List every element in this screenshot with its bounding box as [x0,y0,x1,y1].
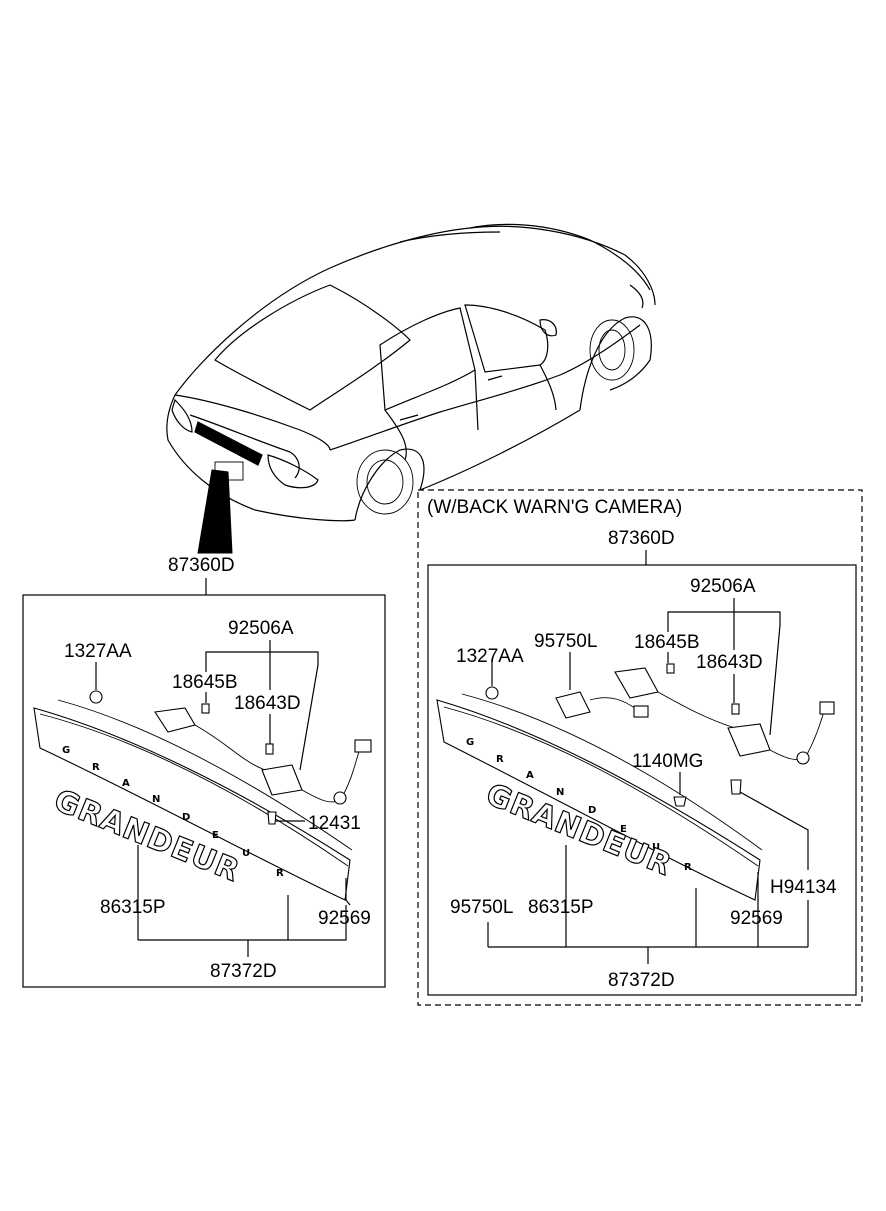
right-garnish-strip: G R A N D E U R [436,693,763,901]
right-strip-letter-5: D [588,805,596,816]
left-label-18645B: 18645B [172,672,238,693]
left-strip-letter-6: E [212,830,219,841]
left-garnish-strip: G R A N D E U R [33,699,353,901]
right-panel: (W/BACK WARN'G CAMERA) 87360D G R A N D … [417,489,863,1006]
right-panel-header: (W/BACK WARN'G CAMERA) [427,497,682,518]
car-illustration [166,223,656,522]
right-label-1327AA: 1327AA [456,646,524,667]
left-strip-letter-1: G [62,745,70,756]
right-label-92506A: 92506A [690,576,756,597]
right-strip-letter-1: G [466,737,474,748]
right-label-H94134: H94134 [770,877,837,898]
right-label-86315P: 86315P [528,897,594,918]
right-label-18643D: 18643D [696,652,763,673]
right-license-lamp-assembly [614,663,835,765]
left-panel: 87360D G R A N D E U R G R A N D E U R 1327AA [22,555,386,988]
right-strip-letter-7: U [652,842,660,853]
left-label-87372D: 87372D [210,961,277,982]
left-label-86315P: 86315P [100,897,166,918]
left-panel-frame [22,594,386,988]
right-label-1140MG: 1140MG [632,751,703,772]
left-strip-letter-5: D [182,812,190,823]
right-label-92569: 92569 [730,908,783,929]
left-label-92506A: 92506A [228,618,294,639]
left-strip-letter-3: A [122,778,130,789]
right-label-18645B: 18645B [634,632,700,653]
right-label-95750L-top: 95750L [534,631,597,652]
left-strip-letter-2: R [92,762,100,773]
right-panel-dashed-frame [417,489,863,1006]
left-label-92569: 92569 [318,908,371,929]
left-nut-icon [89,690,103,704]
pointer-arrow [197,469,233,554]
left-license-lamp-assembly [154,703,372,805]
right-label-87360D: 87360D [608,528,675,549]
left-strip-letter-8: R [276,868,284,879]
right-strip-letter-2: R [496,754,504,765]
left-screw-icon [267,811,277,825]
right-label-95750L-bottom: 95750L [450,897,513,918]
right-camera-assembly [555,691,649,719]
left-label-12431: 12431 [308,813,361,834]
right-nut-icon [485,686,499,700]
right-screw-icon [730,779,742,795]
left-label-87360D: 87360D [168,555,235,576]
right-panel-frame [427,564,857,996]
left-label-1327AA: 1327AA [64,641,132,662]
right-clip-icon [673,796,687,807]
right-strip-letter-3: A [526,770,534,781]
right-label-87372D: 87372D [608,970,675,991]
right-strip-letter-8: R [684,862,692,873]
left-label-18643D: 18643D [234,693,301,714]
left-strip-letter-7: U [242,848,250,859]
right-strip-letter-6: E [620,824,627,835]
right-strip-letter-4: N [556,787,564,798]
left-strip-letter-4: N [152,794,160,805]
